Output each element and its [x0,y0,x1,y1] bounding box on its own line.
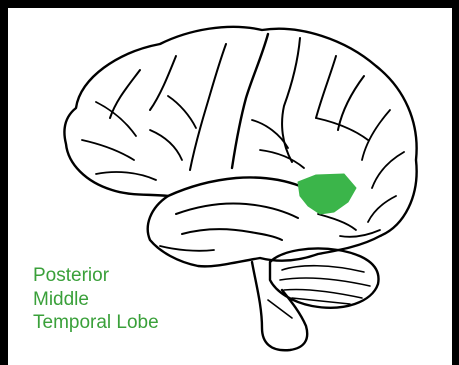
central-sulcus [232,34,268,168]
region-label-line-3: Temporal Lobe [33,311,159,335]
highlighted-region-posterior-middle-temporal [298,174,356,214]
region-label-line-1: Posterior [33,264,159,288]
lateral-sulcus [168,177,300,196]
region-label-line-2: Middle [33,288,159,312]
region-label: Posterior Middle Temporal Lobe [33,264,159,335]
brainstem [252,262,307,350]
